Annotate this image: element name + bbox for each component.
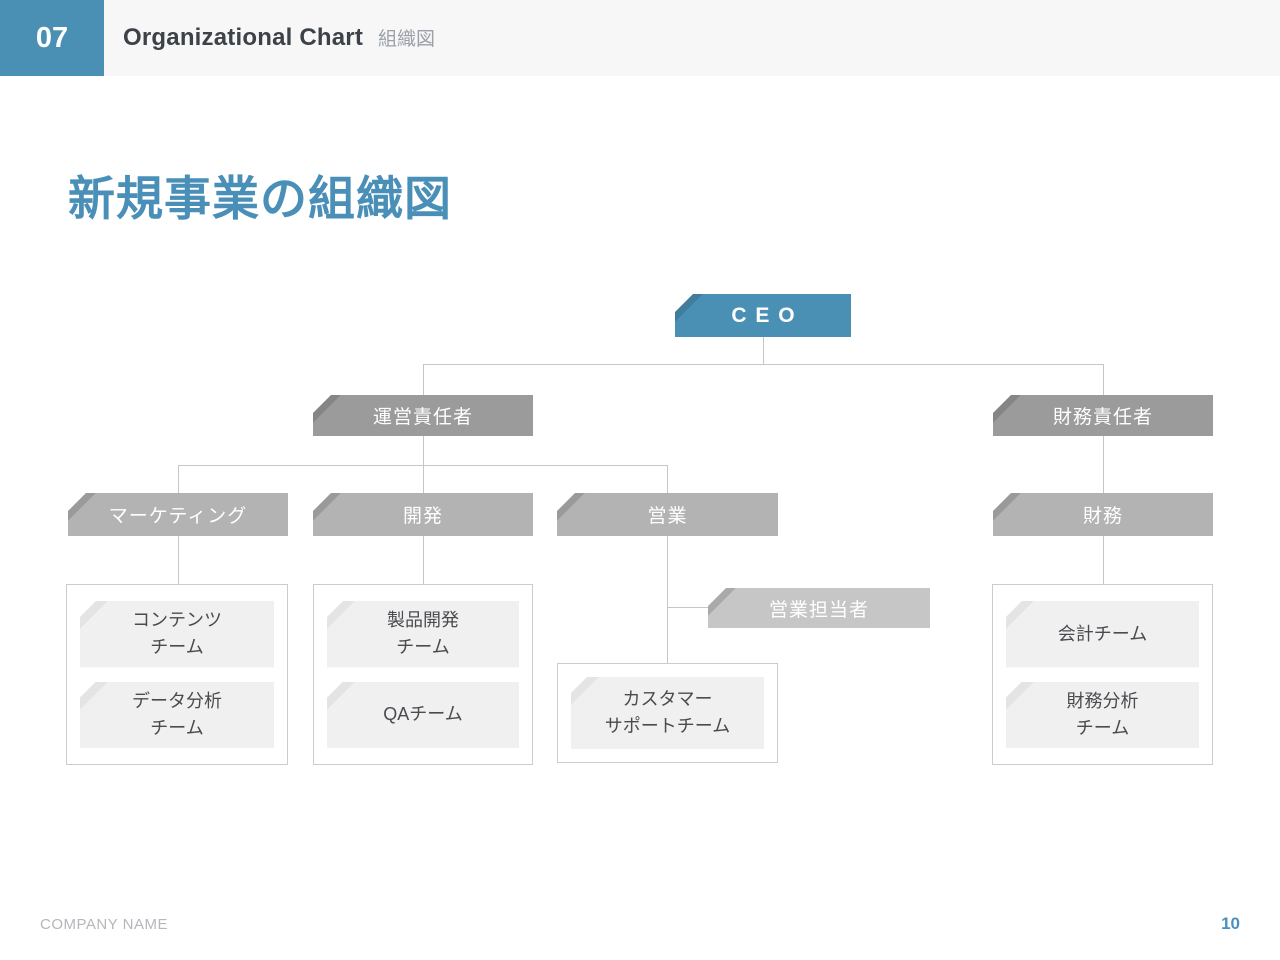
team-product-development: 製品開発 チーム [327, 601, 519, 668]
org-node-ceo: CEO [675, 294, 851, 337]
connector-to-finance-dept [1103, 436, 1104, 493]
slide-footer: COMPANY NAME 10 [40, 914, 1240, 934]
marketing-teams-container: コンテンツ チーム データ分析 チーム [66, 584, 288, 765]
header-titles: Organizational Chart 組織図 [123, 24, 435, 52]
sales-teams-container: カスタマー サポートチーム [557, 663, 778, 763]
connector-level2-horizontal [423, 364, 1104, 365]
page-title: 新規事業の組織図 [68, 172, 452, 225]
connector-to-sales [667, 465, 668, 493]
finance-teams-container: 会計チーム 財務分析 チーム [992, 584, 1213, 765]
slide-header: 07 Organizational Chart 組織図 [0, 0, 1280, 76]
connector-marketing-teams [178, 536, 179, 584]
org-node-marketing: マーケティング [68, 493, 288, 536]
connector-to-finance-manager [1103, 364, 1104, 395]
header-subtitle: 組織図 [378, 29, 436, 50]
connector-ceo-down [763, 337, 764, 364]
org-node-finance-manager: 財務責任者 [993, 395, 1213, 436]
team-content: コンテンツ チーム [80, 601, 274, 668]
org-node-sales: 営業 [557, 493, 778, 536]
connector-to-marketing [178, 465, 179, 493]
slide-number-badge: 07 [0, 0, 104, 76]
connector-sales-teams [667, 536, 668, 663]
company-name: COMPANY NAME [40, 915, 168, 933]
team-accounting: 会計チーム [1006, 601, 1199, 668]
org-node-sales-rep: 営業担当者 [708, 588, 930, 628]
development-teams-container: 製品開発 チーム QAチーム [313, 584, 533, 765]
connector-operations-down [423, 436, 424, 465]
org-node-development: 開発 [313, 493, 533, 536]
team-qa: QAチーム [327, 681, 519, 748]
team-customer-support: カスタマー サポートチーム [571, 677, 764, 749]
team-data-analysis: データ分析 チーム [80, 681, 274, 748]
header-title: Organizational Chart [123, 24, 364, 51]
connector-to-development [423, 465, 424, 493]
org-node-finance-dept: 財務 [993, 493, 1213, 536]
page-number: 10 [1221, 914, 1240, 933]
connector-to-sales-rep [667, 607, 708, 608]
team-financial-analysis: 財務分析 チーム [1006, 681, 1199, 748]
connector-finance-teams [1103, 536, 1104, 584]
org-node-operations-manager: 運営責任者 [313, 395, 533, 436]
connector-to-operations [423, 364, 424, 395]
connector-development-teams [423, 536, 424, 584]
